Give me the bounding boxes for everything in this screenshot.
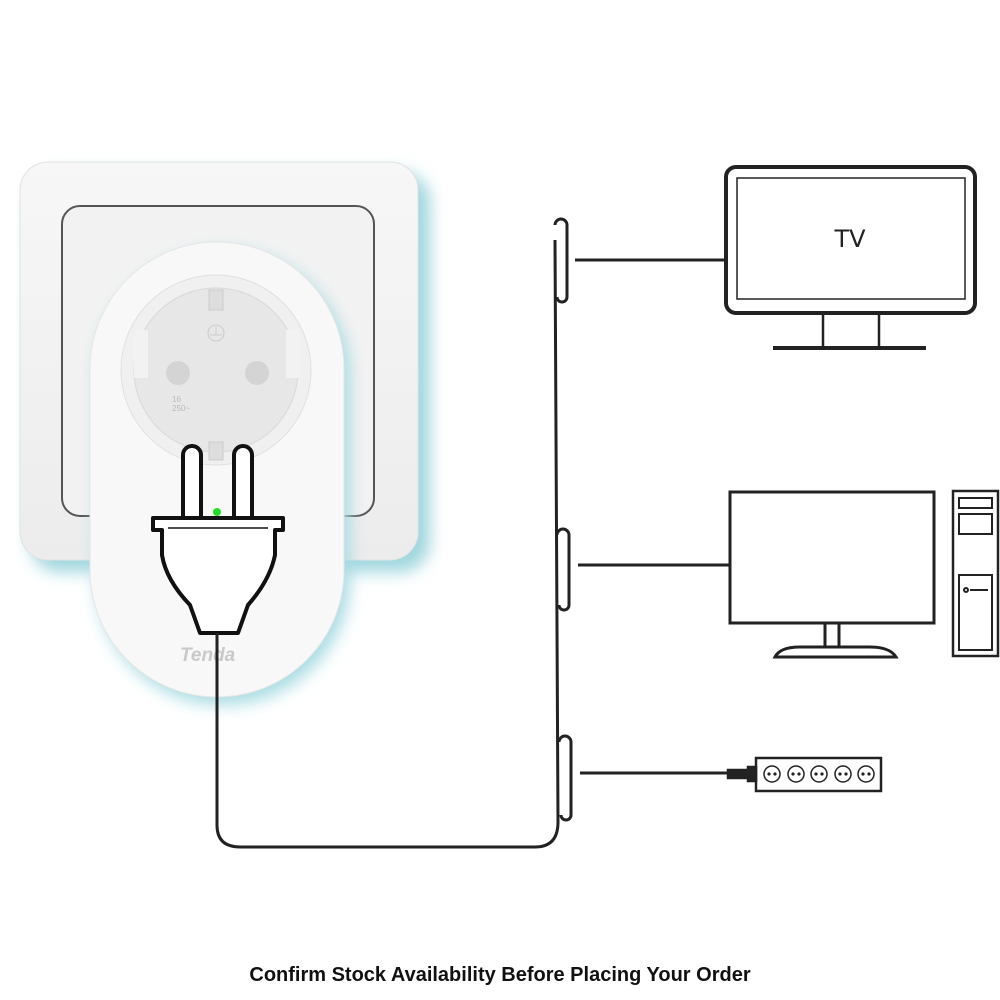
ground-symbol-icon (207, 324, 225, 342)
smart-plug: 16 250~ Tenda (89, 241, 350, 705)
tv-label: TV (833, 225, 866, 253)
branch-connectors (553, 217, 730, 822)
status-led (213, 508, 221, 516)
power-strip-icon (726, 756, 883, 793)
computer-tower-icon (951, 489, 1000, 658)
tv-icon (724, 165, 977, 350)
power-cable (215, 239, 560, 849)
rating-current: 16 (172, 395, 181, 404)
plug-icon (151, 444, 285, 635)
monitor-icon (728, 490, 936, 659)
rating-voltage: 250~ (172, 404, 190, 413)
brand-logo: Tenda (180, 645, 236, 666)
caption: Confirm Stock Availability Before Placin… (249, 964, 751, 986)
